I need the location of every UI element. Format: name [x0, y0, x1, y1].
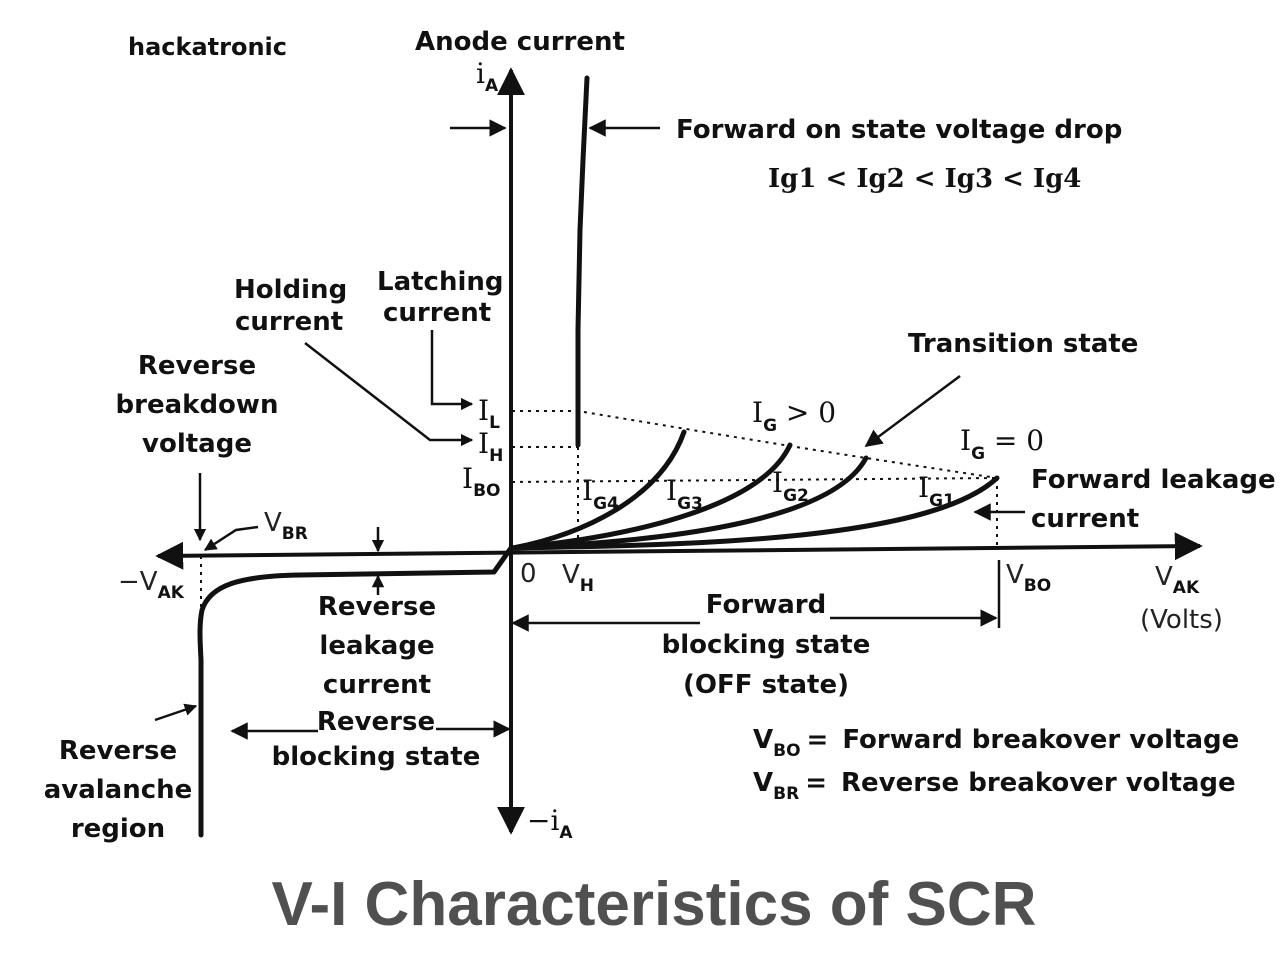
ig-eq0-label: IG = 0 [960, 424, 1044, 464]
legend: VBO=Forward breakover voltage VBR=Revers… [753, 725, 1239, 804]
ig-order-label: Ig1 < Ig2 < Ig3 < Ig4 [768, 164, 1081, 194]
x-neg-symbol: −VAK [118, 567, 185, 603]
transition-arrow [864, 374, 961, 448]
ih-symbol: IH [478, 427, 503, 466]
origin-label: 0 [520, 559, 537, 589]
ibo-dotted [511, 477, 998, 483]
ig2-label: IG2 [772, 466, 809, 506]
reverse-avalanche-arrow [154, 703, 198, 722]
y-neg-symbol: −iA [527, 804, 573, 843]
legend-vbr: VBR=Reverse breakover voltage [753, 768, 1236, 804]
forward-on-label: Forward on state voltage drop [676, 115, 1122, 145]
vbr-symbol: VBR [264, 508, 308, 544]
reverse-curve [197, 545, 514, 838]
transition-label: Transition state [908, 329, 1138, 359]
y-pos-symbol: iA [476, 57, 499, 96]
legend-vbo: VBO=Forward breakover voltage [753, 725, 1239, 761]
il-dotted [512, 410, 998, 479]
on-state-curve [575, 75, 590, 448]
vh-symbol: VH [562, 560, 594, 596]
ig3-label: IG3 [666, 474, 703, 514]
il-symbol: IL [478, 394, 500, 433]
ig-gt0-label: IG > 0 [752, 396, 836, 436]
page-title: V-I Characteristics of SCR [272, 870, 1037, 939]
ibo-symbol: IBO [462, 462, 500, 501]
x-pos-symbol: VAK [1155, 562, 1200, 598]
vbr-arrow [203, 525, 259, 552]
ig1-label: IG1 [918, 471, 955, 511]
x-pos-unit: (Volts) [1140, 605, 1223, 635]
x-axis [155, 532, 1203, 570]
curve-ig4 [510, 429, 687, 551]
holding-arrow [304, 342, 474, 447]
ig4-label: IG4 [582, 474, 619, 514]
brand-label: hackatronic [128, 33, 287, 61]
vbo-symbol: VBO [1006, 560, 1051, 596]
latching-arrow [430, 330, 474, 411]
curve-ig3 [510, 442, 793, 551]
y-axis-title: Anode current [415, 27, 625, 57]
curve-ig1 [510, 475, 1000, 551]
